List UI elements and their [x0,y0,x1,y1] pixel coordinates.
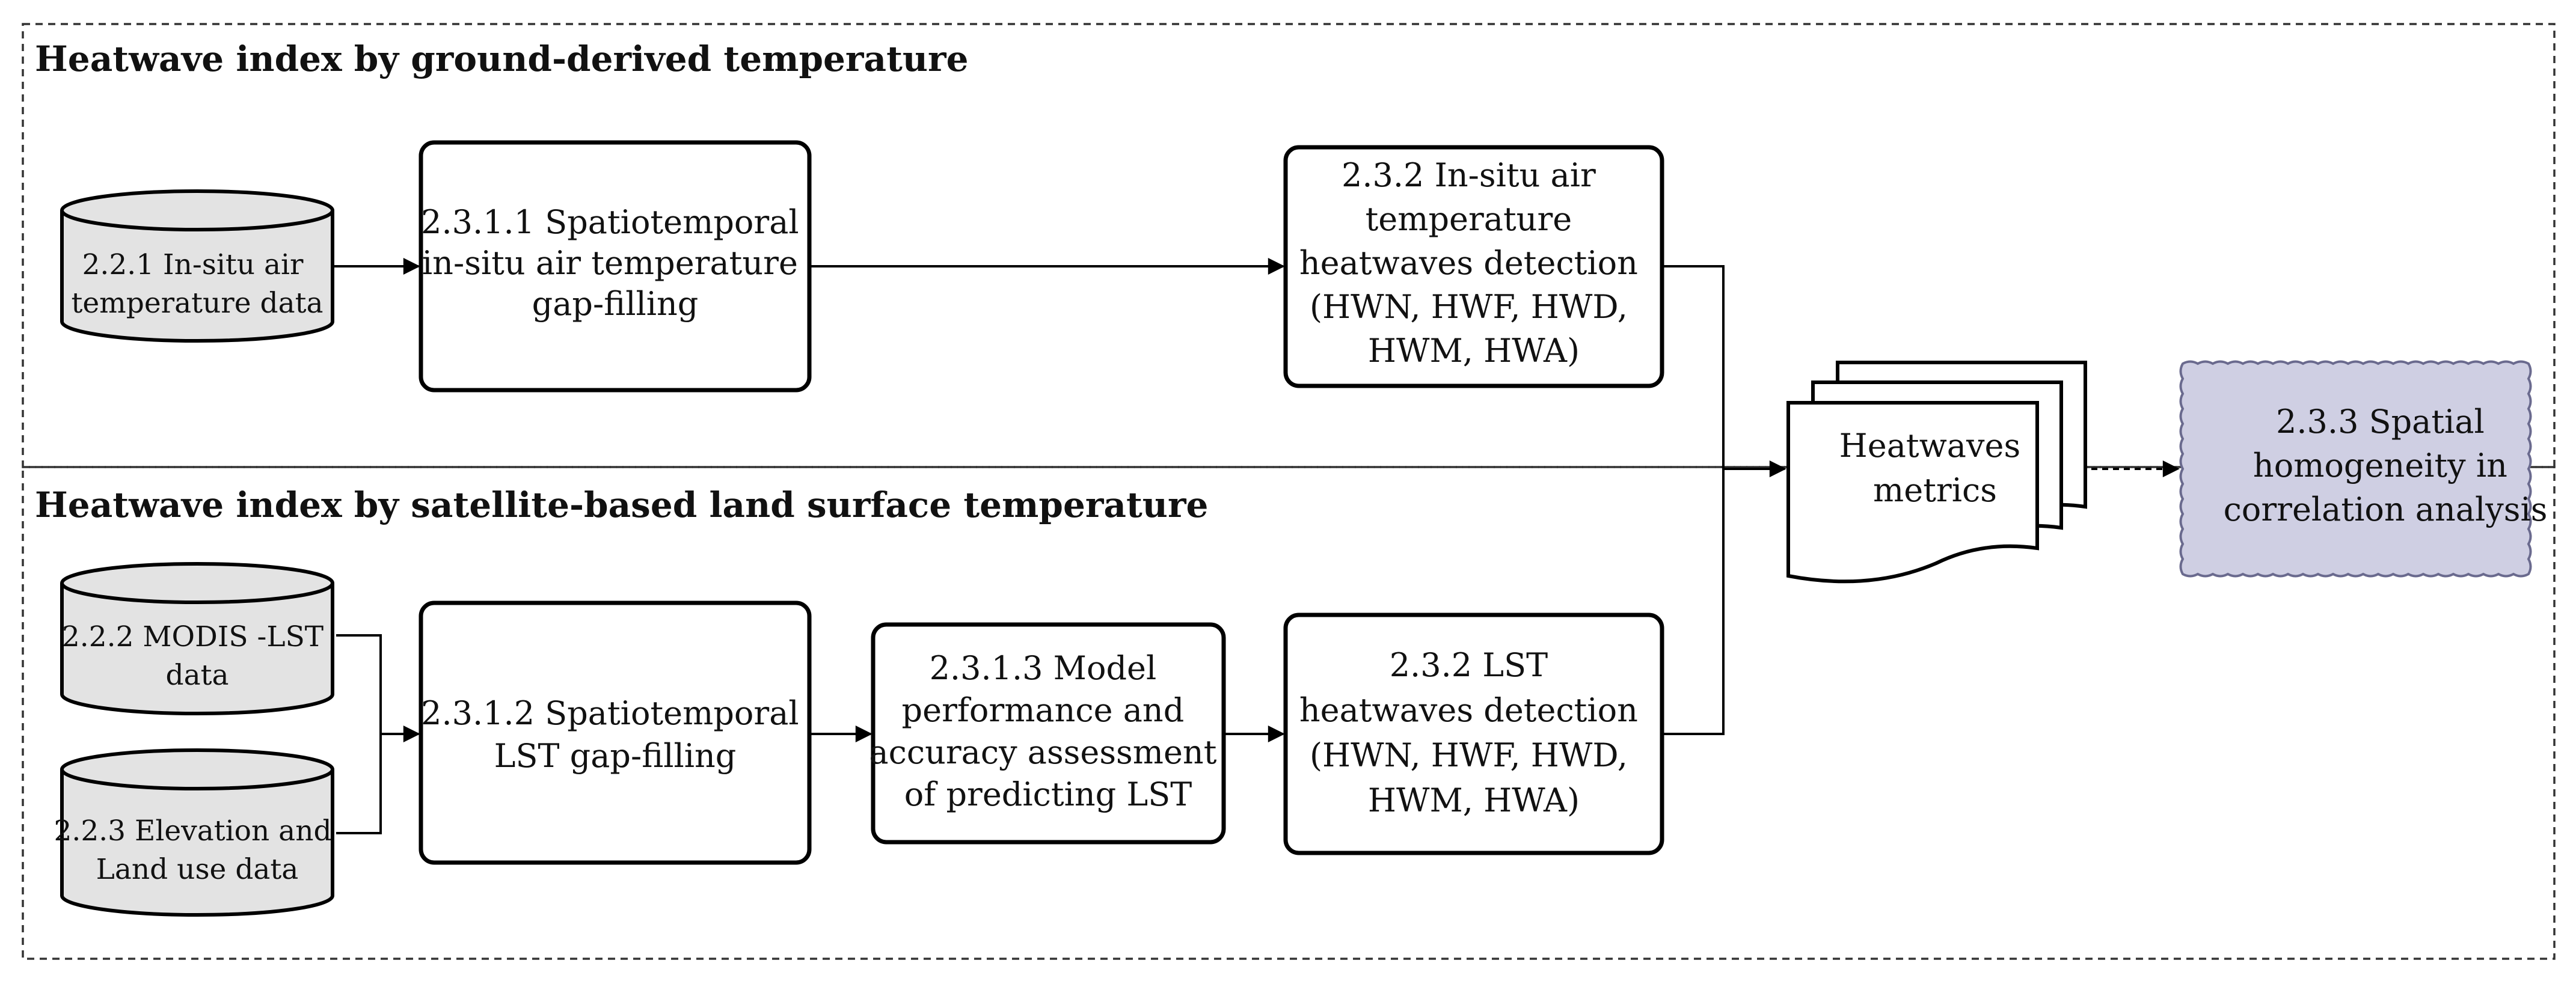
edge-detections-merge [1664,265,1725,735]
ground-section-title: Heatwave index by ground-derived tempera… [35,38,969,79]
heatwaves-metrics-label: Heatwaves metrics [1839,427,2031,509]
spatial-homogeneity-box: 2.3.3 Spatial homogeneity in correlation… [2179,360,2548,578]
metrics-document-front [1786,401,2039,584]
spatial-homogeneity-shape [2179,360,2532,578]
database-modis: 2.2.2 MODIS -LST data [60,562,334,715]
elevation-data-label: 2.2.3 Elevation and Land use data [54,814,340,886]
detect-air-box: 2.3.2 In-situ air temperature heatwaves … [1283,145,1664,388]
gap-fill-air-box: 2.3.1.1 Spatiotemporal in-situ air tempe… [419,140,812,393]
edge-elevation-to-junction [336,734,382,834]
heatwaves-metrics-documents: Heatwaves metrics [1786,361,2087,584]
database-insitu: 2.2.1 In-situ air temperature data [60,189,334,343]
gap-fill-lst-label: 2.3.1.2 Spatiotemporal LST gap-filling [421,694,809,775]
insitu-data-label: 2.2.1 In-situ air temperature data [71,248,323,320]
database-elevation: 2.2.3 Elevation and Land use data [54,748,340,917]
edges [325,258,2180,834]
satellite-section-frame [22,466,2556,960]
spatial-homogeneity-label: 2.3.3 Spatial homogeneity in correlation… [2224,403,2548,528]
gap-fill-air-label: 2.3.1.1 Spatiotemporal in-situ air tempe… [421,203,809,323]
satellite-section-title: Heatwave index by satellite-based land s… [35,484,1208,525]
model-performance-box: 2.3.1.3 Model performance and accuracy a… [869,622,1227,845]
detect-air-label: 2.3.2 In-situ air temperature heatwaves … [1299,156,1648,370]
gap-fill-lst-box: 2.3.1.2 Spatiotemporal LST gap-filling [419,600,812,865]
edge-modis-to-junction [336,634,382,734]
ground-section-frame [22,23,2556,468]
modis-data-label: 2.2.2 MODIS -LST data [62,620,333,692]
model-performance-label: 2.3.1.3 Model performance and accuracy a… [869,649,1227,813]
detect-lst-label: 2.3.2 LST heatwaves detection (HWN, HWF,… [1299,646,1648,819]
detect-lst-box: 2.3.2 LST heatwaves detection (HWN, HWF,… [1283,613,1664,855]
